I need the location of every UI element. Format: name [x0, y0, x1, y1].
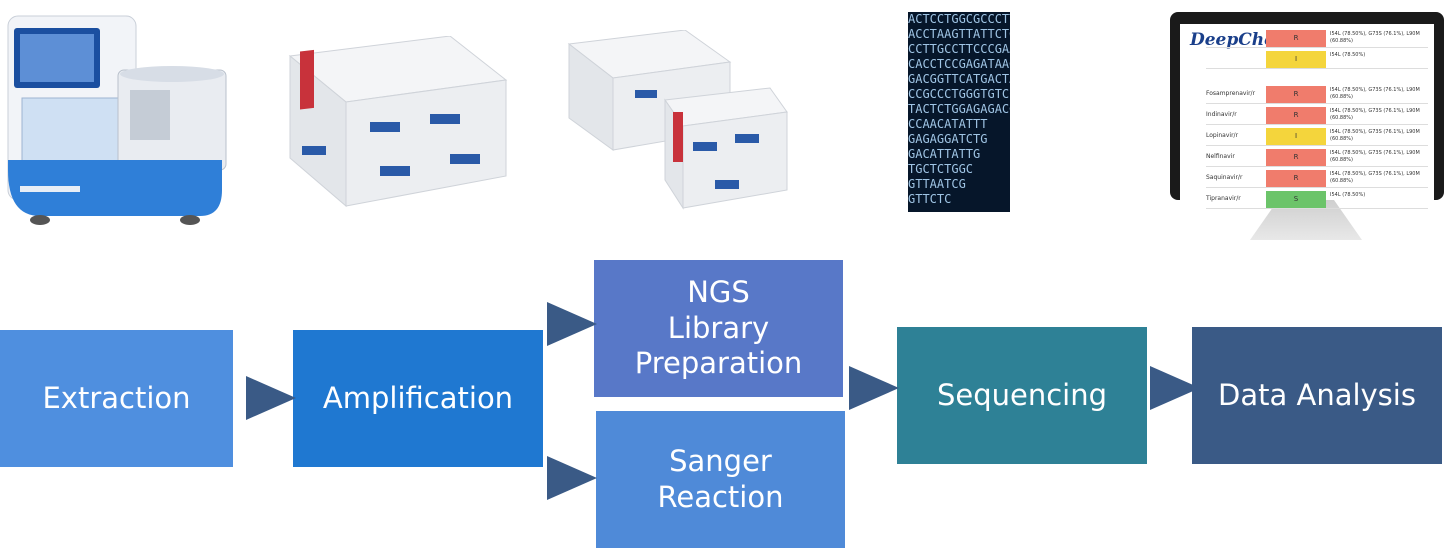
- resistance-code: R: [1266, 86, 1326, 103]
- drug-row: Tipranavir/r S I54L (78.50%): [1206, 191, 1428, 209]
- dna-line: CCTTGCCTTCCCGAATACC: [908, 42, 1010, 56]
- dna-line: GAGAGGATCTG: [908, 132, 988, 146]
- dna-line: CCGCCCTGGGTGTCCG: [908, 87, 1010, 101]
- resistance-code: R: [1266, 30, 1326, 47]
- dna-line: GACATTATTG: [908, 147, 981, 161]
- data-analysis-label: Data Analysis: [1218, 377, 1416, 412]
- arrow-to-sequencing: [849, 366, 899, 410]
- sanger-reaction-step: Sanger Reaction: [596, 411, 845, 548]
- mutation-detail: I54L (78.50%), G73S (76.1%), L90M (60.88…: [1330, 150, 1420, 163]
- drug-row: Lopinavir/r I I54L (78.50%), G73S (76.1%),…: [1206, 128, 1428, 146]
- drug-name: Indinavir/r: [1206, 111, 1237, 118]
- drug-row: Indinavir/r R I54L (78.50%), G73S (76.1%),…: [1206, 107, 1428, 125]
- extraction-step: Extraction: [0, 330, 233, 467]
- mutation-detail: I54L (78.50%), G73S (76.1%), L90M (60.88…: [1330, 87, 1420, 100]
- dna-line: GTTAATCG: [908, 177, 966, 191]
- resistance-code: R: [1266, 107, 1326, 124]
- dna-line: GACGGTTCATGACTACGT: [908, 72, 1010, 86]
- ngs-library-preparation-label: NGS Library Preparation: [634, 275, 803, 381]
- mutation-detail: I54L (78.50%): [1330, 192, 1366, 198]
- software-logo: DeepChek: [1190, 30, 1287, 50]
- sanger-reaction-label: Sanger Reaction: [657, 444, 784, 514]
- amplification-step: Amplification: [293, 330, 543, 467]
- resistance-code: R: [1266, 149, 1326, 166]
- drug-name: Fosamprenavir/r: [1206, 90, 1256, 97]
- amplification-label: Amplification: [322, 380, 514, 415]
- dna-line: CACCTCCGAGATAAGAAT: [908, 57, 1010, 71]
- sequencing-label: Sequencing: [936, 377, 1108, 412]
- resistance-code: I: [1266, 128, 1326, 145]
- ngs-library-preparation-step: NGS Library Preparation: [594, 260, 843, 397]
- drug-row: I I54L (78.50%): [1206, 51, 1428, 69]
- dna-line: ACCTAAGTTATTCTGGTTAG: [908, 27, 1010, 41]
- arrow-amplification-to-sanger: [547, 456, 597, 500]
- drug-row: R I54L (78.50%), G73S (76.1%), L90M (60.8…: [1206, 30, 1428, 48]
- drug-name: Nelfinavir: [1206, 153, 1235, 160]
- mutation-detail: I54L (78.50%), G73S (76.1%), L90M (60.88…: [1330, 31, 1420, 44]
- sequencing-kit-image: [567, 30, 788, 210]
- mutation-detail: I54L (78.50%), G73S (76.1%), L90M (60.88…: [1330, 108, 1420, 121]
- resistance-code: R: [1266, 170, 1326, 187]
- data-analysis-step: Data Analysis: [1192, 327, 1442, 464]
- dna-line: TGCTCTGGC: [908, 162, 974, 176]
- mutation-detail: I54L (78.50%), G73S (76.1%), L90M (60.88…: [1330, 129, 1420, 142]
- arrow-extraction-to-amplification: [246, 376, 296, 420]
- amplification-kit-image: [288, 36, 508, 208]
- dna-line: GTTCTC: [908, 192, 952, 206]
- arrow-sequencing-to-analysis: [1150, 366, 1200, 410]
- drug-name: Saquinavir/r: [1206, 174, 1243, 181]
- dna-line: ACTCCTGGCGCCCTTGGC: [908, 12, 1010, 26]
- mutation-detail: I54L (78.50%): [1330, 52, 1366, 58]
- arrow-amplification-to-ngs: [547, 302, 597, 346]
- drug-row: Fosamprenavir/r R I54L (78.50%), G73S (76.…: [1206, 86, 1428, 104]
- sequencing-step: Sequencing: [897, 327, 1147, 464]
- drug-row: Nelfinavir R I54L (78.50%), G73S (76.1%), …: [1206, 149, 1428, 167]
- drug-name: Tipranavir/r: [1206, 195, 1241, 202]
- drug-name: Lopinavir/r: [1206, 132, 1239, 139]
- extraction-label: Extraction: [42, 380, 191, 415]
- drug-row: Saquinavir/r R I54L (78.50%), G73S (76.1%)…: [1206, 170, 1428, 188]
- extraction-instrument-image: [7, 15, 227, 225]
- dna-line: TACTCTGGAGAGACG: [908, 102, 1010, 116]
- resistance-code: S: [1266, 191, 1326, 208]
- mutation-detail: I54L (78.50%), G73S (76.1%), L90M (60.88…: [1330, 171, 1420, 184]
- resistance-code: I: [1266, 51, 1326, 68]
- dna-line: CCAACATATTT: [908, 117, 988, 131]
- dna-sequence-image: ACTCCTGGCGCCCTTGGC ACCTAAGTTATTCTGGTTAG …: [908, 12, 1010, 212]
